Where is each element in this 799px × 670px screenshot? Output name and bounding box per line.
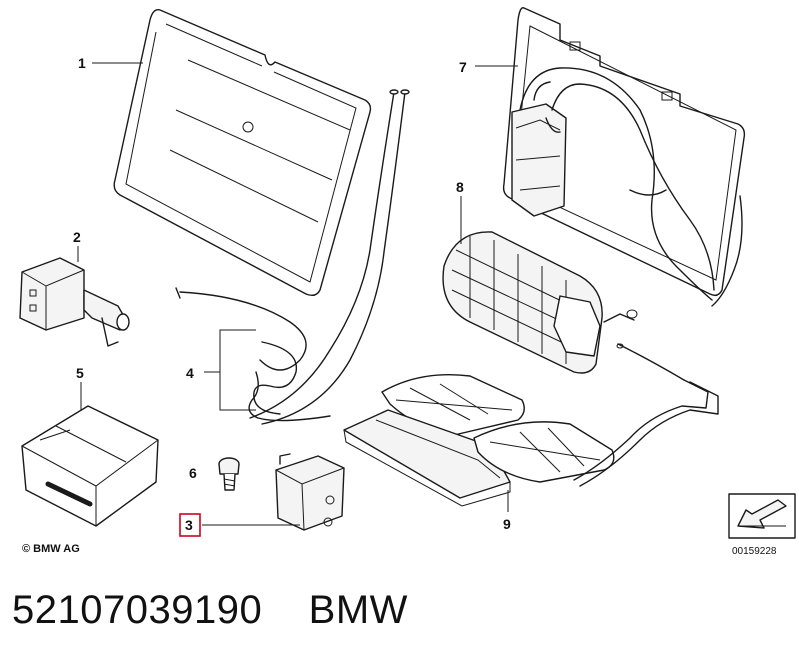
callout-1: 1 [78,55,86,71]
callout-8: 8 [456,179,464,195]
callout-7: 7 [459,59,467,75]
part-3-control-unit[interactable] [275,453,345,531]
part-caption: 52107039190 BMW [12,588,408,633]
callout-3-highlight [179,513,201,537]
callout-5: 5 [76,365,84,381]
parts-diagram: 1 2 4 5 © BMW AG 6 [19,7,796,557]
callout-2: 2 [73,229,81,245]
brand-name: BMW [308,588,408,632]
part-8-air-pump[interactable] [442,231,685,381]
part-6-screw[interactable] [218,457,240,491]
diagram-code: 00159228 [732,546,777,557]
part-1-cover-panel[interactable] [113,9,372,297]
part-5-box[interactable] [21,405,159,527]
callout-3: 3 [185,517,193,533]
part-4-hoses[interactable] [175,89,410,425]
callout-6: 6 [189,465,197,481]
part-2-motor[interactable] [19,257,130,347]
callout-9: 9 [503,516,511,532]
part-7-valve-panel[interactable] [502,7,746,307]
part-9-air-chambers[interactable] [343,374,719,507]
direction-pictogram [728,493,796,539]
part-number: 52107039190 [12,588,263,632]
copyright: © BMW AG [22,543,80,555]
callout-4: 4 [186,365,194,381]
